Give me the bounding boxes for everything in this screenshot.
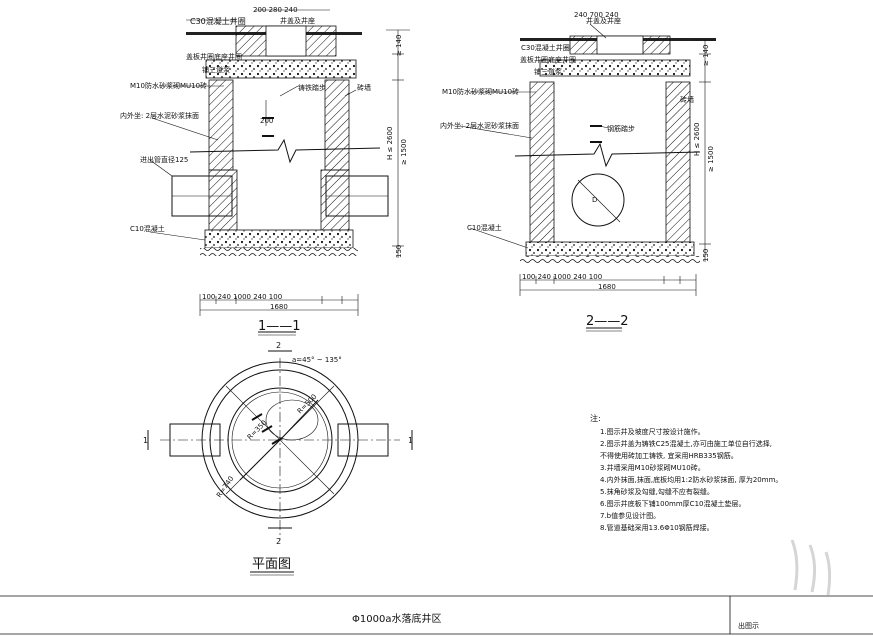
- note-2: 2.图示井盖为铸铁C25混凝土,亦可由施工单位自行选择,: [600, 439, 772, 448]
- right-wall-upper: [324, 79, 350, 171]
- s2-dim-bottom: 150: [702, 249, 710, 262]
- s1-cover-dim: 200 280 240: [253, 6, 298, 14]
- section-1-1: [149, 9, 410, 336]
- s2-ring-label: C30混凝土井圈: [521, 43, 570, 52]
- s1-mortar-label: M10防水砂浆砌MU10砖: [130, 81, 207, 90]
- s1-dim-200: 200: [260, 117, 273, 125]
- s2-concrete-label: C10混凝土: [467, 223, 502, 232]
- s2-dim-h2: H ≤ 2600: [693, 123, 701, 156]
- s1-pipe-label: 进出管直径125: [140, 155, 188, 164]
- plan-marker-left: 1: [143, 436, 148, 445]
- s1-ladder-label: 铸铁踏步: [298, 83, 326, 92]
- s2-left-wall: [529, 81, 555, 243]
- note-5: 4.内外抹面,抹面,底板均用1:2防水砂浆抹面, 厚为20mm。: [600, 475, 782, 484]
- note-4: 3.井墙采用M10砂浆砌MU10砖。: [600, 463, 705, 472]
- note-6: 5.抹角砂浆及勾缝,勾缝不应有裂缝。: [600, 487, 714, 496]
- s2-ground-fill: [520, 256, 700, 264]
- s1-ring-label: 盖板井圈底座井圈: [186, 52, 242, 61]
- s2-ladder-label: 钢筋踏步: [607, 124, 635, 133]
- s1-concrete-label: C10混凝土: [130, 224, 165, 233]
- plan-title: 平面图: [252, 557, 291, 572]
- s2-ring-label2: 盖板井圈底座井圈: [520, 55, 576, 64]
- s1-dim-bottom: 150: [395, 245, 403, 258]
- plan-marker-bottom: 2: [276, 537, 281, 546]
- plan-inner-circle: [227, 387, 333, 493]
- s2-right-wall: [665, 81, 691, 243]
- s2-cover-dim: 240 700 240: [574, 11, 619, 19]
- plan-cover-ellipse: [265, 399, 319, 441]
- bottom-slab: [204, 229, 354, 249]
- s2-mortar-label: M10防水砂浆砌MU10砖: [442, 87, 519, 96]
- section-2-2: [459, 23, 716, 332]
- note-3: 不得使用砖加工铸铁, 宜采用HRB335钢筋。: [600, 451, 738, 460]
- left-wall-lower: [208, 169, 238, 231]
- plan-marker-top: 2: [276, 341, 281, 350]
- cap-stone: [205, 59, 357, 79]
- note-8: 7.b值参见设计图。: [600, 511, 660, 520]
- plan-pipe-right: [337, 423, 389, 457]
- plan-angle-label: a=45° ~ 135°: [292, 356, 342, 364]
- plan-outer-circle: [201, 361, 359, 519]
- s2-cover-label: 井盖及井座: [586, 16, 621, 25]
- s2-plaster-label: 内外坐: 2层水泥砂浆抹面: [440, 121, 519, 130]
- s2-brick-label: 砖墙: [680, 95, 694, 104]
- note-9: 8.管道基础采用13.6Φ10钢筋焊接。: [600, 523, 714, 532]
- s1-dim-h3: ≥ 1500: [400, 139, 408, 165]
- plan-marker-right: 1: [408, 436, 413, 445]
- right-wall-lower: [320, 169, 350, 231]
- s2-bottom-slab: [525, 241, 695, 257]
- s2-ring-label3: 铺三道浆: [534, 67, 562, 76]
- plan-outer-circle-2: [209, 369, 351, 511]
- footer-corner: 出图示: [738, 621, 759, 630]
- s1-ring-label2: 铺三道浆: [202, 65, 230, 74]
- plan-pipe-left: [169, 423, 221, 457]
- s2-dim-h3: ≥ 1500: [707, 146, 715, 172]
- note-1: 1.图示井及坡度尺寸按设计施作。: [600, 427, 705, 436]
- s2-dia-label: D: [592, 196, 597, 204]
- plan-view: [147, 350, 413, 576]
- s2-dim-h1: ≥ 140: [702, 45, 710, 66]
- note-7: 6.图示井底板下铺100mm厚C10混凝土垫层。: [600, 499, 745, 508]
- s2-pipe-opening: [571, 173, 625, 227]
- s1-dim-total: 1680: [270, 303, 288, 311]
- ground-fill: [200, 248, 358, 256]
- left-wall-upper: [208, 79, 234, 171]
- s1-plaster-label: 内外坐: 2层水泥砂浆抹面: [120, 111, 199, 120]
- s1-dim-h1: ≥ 140: [395, 35, 403, 56]
- footer-title: Φ1000a水落底井区: [352, 612, 441, 625]
- s1-cover-label: 井盖及井座: [280, 16, 315, 25]
- notes-title: 注:: [590, 413, 601, 423]
- watermark-strokes: [790, 539, 832, 596]
- s1-cover-top-label: C30混凝土井圈: [190, 16, 246, 26]
- s1-dim-row: 100 240 1000 240 100: [202, 293, 282, 301]
- plan-inner-circle-2: [231, 391, 329, 489]
- s1-dim-h2: H ≤ 2600: [386, 127, 394, 160]
- s2-dim-total: 1680: [598, 283, 616, 291]
- s1-brick-label: 砖墙: [357, 83, 371, 92]
- s2-break-line: [514, 142, 701, 168]
- s1-title: 1——1: [258, 319, 301, 334]
- break-line: [189, 138, 381, 164]
- s2-dim-row: 100 240 1000 240 100: [522, 273, 602, 281]
- s2-title: 2——2: [586, 314, 629, 329]
- s2-cap-stone: [539, 59, 691, 77]
